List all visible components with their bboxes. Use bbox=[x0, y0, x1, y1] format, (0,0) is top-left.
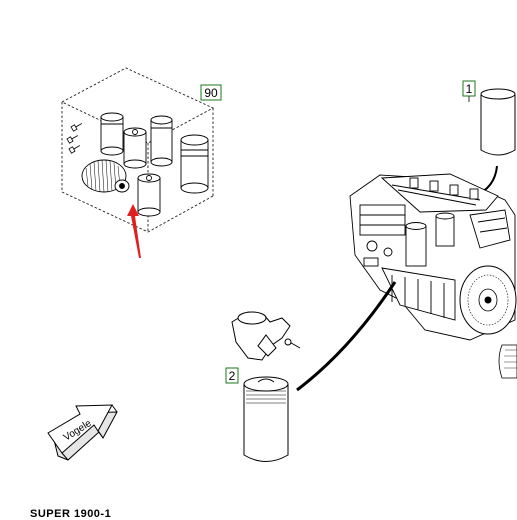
filter-cartridge-1[interactable] bbox=[480, 88, 516, 156]
filter-head bbox=[231, 311, 301, 361]
air-filter-element bbox=[81, 159, 130, 193]
svg-text:90: 90 bbox=[204, 86, 218, 100]
flywheel bbox=[459, 265, 517, 335]
callout-1[interactable]: 1 bbox=[462, 80, 476, 102]
starter-motor bbox=[498, 344, 517, 379]
filter-cartridge-2[interactable] bbox=[243, 376, 289, 462]
filter-kit-box[interactable] bbox=[61, 67, 215, 233]
svg-text:1: 1 bbox=[466, 82, 473, 96]
screw-set bbox=[66, 123, 82, 154]
leader-line-2 bbox=[296, 281, 397, 392]
callout-2[interactable]: 2 bbox=[225, 367, 239, 384]
filter-cartridge-d bbox=[180, 134, 209, 194]
filter-cartridge-c bbox=[150, 115, 173, 167]
filter-cartridge-a bbox=[100, 112, 124, 156]
vogele-logo: Vogele bbox=[47, 404, 118, 461]
filter-cartridge-b bbox=[123, 127, 147, 169]
filter-cartridge-e bbox=[137, 173, 161, 217]
drawing-reference: SUPER 1900-1 bbox=[30, 508, 112, 520]
red-pointer-arrow bbox=[127, 204, 141, 258]
callout-90[interactable]: 90 bbox=[200, 84, 222, 101]
svg-text:2: 2 bbox=[229, 369, 236, 383]
